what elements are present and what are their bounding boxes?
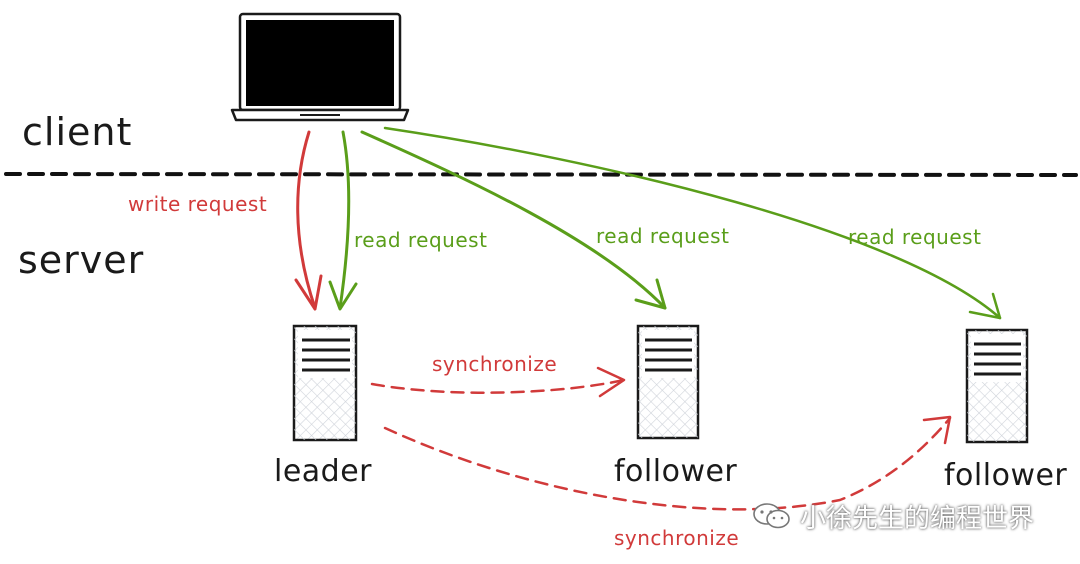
- leader-label: leader: [274, 454, 373, 489]
- synchronize-label-follower-1: synchronize: [432, 352, 558, 376]
- follower-1-label: follower: [614, 454, 738, 489]
- edge-read-request-leader: [328, 130, 358, 311]
- watermark: 小徐先生的编程世界: [752, 498, 1034, 534]
- edge-read-request-follower-2: [383, 126, 1002, 320]
- edge-write-request: [294, 130, 323, 311]
- read-request-label-follower-1: read request: [596, 224, 730, 248]
- read-request-label-follower-2: read request: [848, 225, 982, 249]
- write-request-label: write request: [128, 192, 268, 216]
- edge-read-request-follower-1: [360, 130, 667, 310]
- client-zone-label: client: [22, 110, 133, 154]
- synchronize-label-follower-2: synchronize: [614, 526, 740, 550]
- laptop-icon: [230, 12, 410, 122]
- server-follower-2-icon: [965, 328, 1029, 444]
- follower-2-label: follower: [944, 458, 1068, 493]
- server-follower-1-icon: [636, 324, 700, 440]
- watermark-text: 小徐先生的编程世界: [800, 503, 1035, 534]
- client-server-divider: [4, 172, 1078, 177]
- read-request-label-leader: read request: [354, 228, 488, 252]
- wechat-icon: [753, 503, 790, 529]
- edge-synchronize-follower-1: [370, 366, 626, 398]
- server-zone-label: server: [18, 238, 145, 282]
- server-leader-icon: [292, 324, 358, 442]
